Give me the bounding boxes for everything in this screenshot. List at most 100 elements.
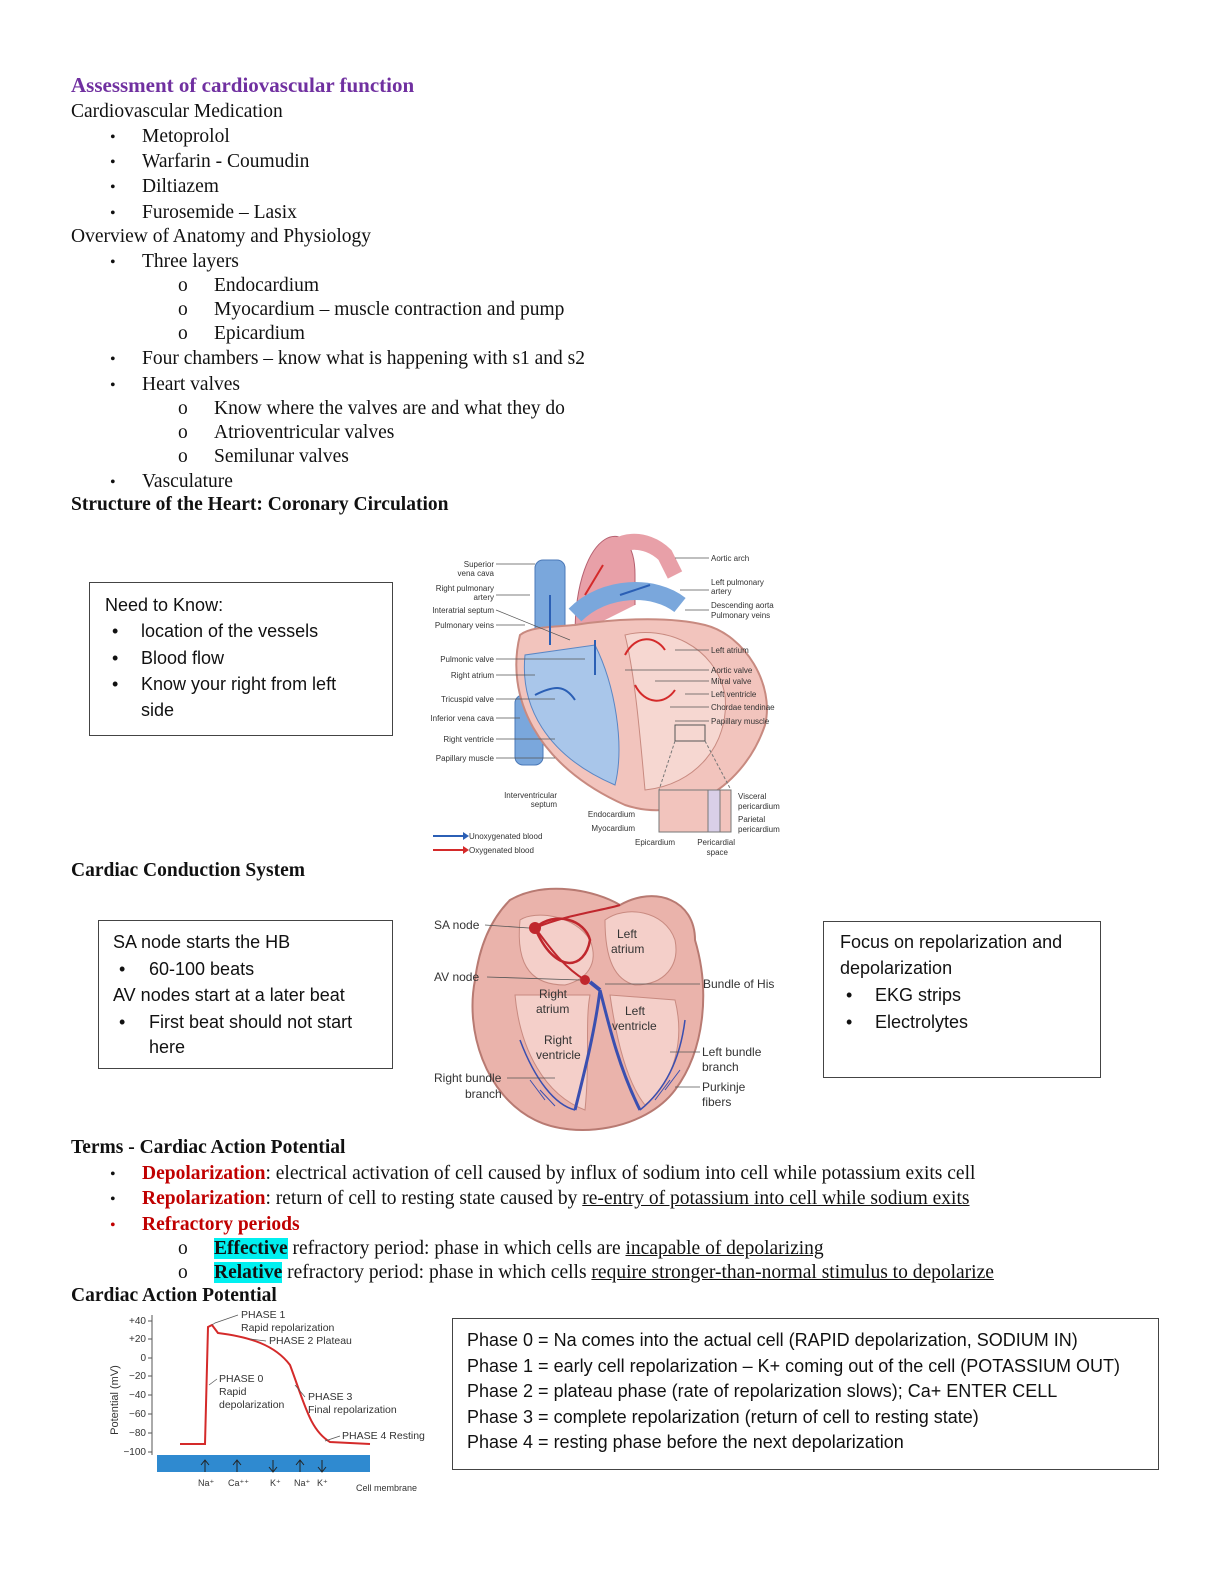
list-item: •Know your right from left (112, 674, 337, 694)
label-sa-node: SA node (434, 918, 480, 932)
phase-label: PHASE 0 (219, 1373, 264, 1385)
label-purkinje-fibers-2: fibers (702, 1095, 731, 1109)
label-pericardial-space: Pericardial (697, 838, 735, 847)
label-left-bundle-branch: Left bundle (702, 1045, 762, 1059)
label-right-ventricle-2: ventricle (536, 1048, 581, 1062)
label-parietal-pericardium-2: pericardium (738, 825, 780, 834)
phase-label: PHASE 4 Resting (342, 1430, 425, 1442)
label-left-ventricle-2: ventricle (612, 1019, 657, 1033)
structure-heading: Structure of the Heart: Coronary Circula… (71, 494, 449, 515)
ion-label: Na⁺ (198, 1478, 215, 1488)
list-item-continued: here (149, 1037, 186, 1057)
box-line: Focus on repolarization and (840, 932, 1063, 952)
label-chordae-tendinae: Chordae tendinae (711, 703, 775, 712)
y-axis-label: Potential (mV) (109, 1365, 121, 1435)
phase-line: Phase 0 = Na comes into the actual cell … (467, 1330, 1078, 1350)
label-right-atrium: Right (539, 987, 568, 1001)
label-left-ventricle: Left ventricle (711, 690, 757, 699)
box-line: AV nodes start at a later beat (113, 985, 345, 1005)
label-inferior-vena-cava: Inferior vena cava (430, 714, 494, 723)
phase-label: PHASE 3 (308, 1391, 353, 1403)
label-left-ventricle: Left (625, 1004, 646, 1018)
label-right-bundle-branch-2: branch (465, 1087, 502, 1101)
label-aortic-valve: Aortic valve (711, 666, 753, 675)
list-item: • Repolarization: return of cell to rest… (110, 1188, 970, 1209)
label-visceral-pericardium: Visceral (738, 792, 767, 801)
list-item-continued: side (141, 700, 175, 720)
focus-box: Focus on repolarization and depolarizati… (823, 921, 1101, 1078)
y-tick: −80 (129, 1428, 146, 1439)
list-item: • Depolarization: electrical activation … (110, 1163, 976, 1184)
anatomy-heading: Overview of Anatomy and Physiology (71, 226, 372, 247)
membrane-label: Cell membrane (356, 1483, 417, 1493)
label-mitral-valve: Mitral valve (711, 677, 752, 686)
label-left-pulmonary-artery-2: artery (711, 587, 731, 596)
phase-line: Phase 4 = resting phase before the next … (467, 1432, 904, 1452)
label-right-bundle-branch: Right bundle (434, 1071, 502, 1085)
list-item: •EKG strips (846, 985, 962, 1005)
label-left-atrium: Left atrium (711, 646, 749, 655)
label-left-atrium: Left (617, 927, 638, 941)
label-myocardium: Myocardium (591, 824, 635, 833)
page-title: Assessment of cardiovascular function (71, 73, 415, 97)
y-tick: +20 (129, 1334, 146, 1345)
label-right-atrium-2: atrium (536, 1002, 569, 1016)
legend-unoxygenated: Unoxygenated blood (469, 832, 542, 841)
label-right-ventricle: Right ventricle (443, 735, 494, 744)
phase-label: depolarization (219, 1399, 285, 1411)
label-purkinje-fibers: Purkinje (702, 1080, 746, 1094)
list-item: •Heart valves (110, 374, 240, 395)
ion-label: Na⁺ (294, 1478, 311, 1488)
label-pericardial-space-2: space (707, 848, 729, 857)
label-av-node: AV node (434, 970, 479, 984)
sa-node-box: SA node starts the HB •60-100 beats AV n… (98, 920, 393, 1069)
label-endocardium: Endocardium (588, 810, 635, 819)
label-papillary-muscle-left: Papillary muscle (436, 754, 495, 763)
label-pulmonary-veins-right: Pulmonary veins (711, 611, 770, 620)
list-item: •Warfarin - Coumudin (110, 151, 310, 172)
label-right-pulmonary-artery-2: artery (474, 593, 494, 602)
label-left-pulmonary-artery: Left pulmonary (711, 578, 764, 587)
sub-list-item: o Relative refractory period: phase in w… (178, 1262, 994, 1283)
phases-box: Phase 0 = Na comes into the actual cell … (452, 1318, 1159, 1470)
phase-label: PHASE 1 (241, 1309, 286, 1321)
label-descending-aorta: Descending aorta (711, 601, 774, 610)
list-item: •Three layers (110, 251, 239, 272)
legend-oxygenated: Oxygenated blood (469, 846, 534, 855)
phase-label: Rapid (219, 1386, 247, 1398)
y-tick: −40 (129, 1390, 146, 1401)
list-item: •60-100 beats (119, 959, 255, 979)
label-parietal-pericardium: Parietal (738, 815, 765, 824)
ion-label: K⁺ (270, 1478, 281, 1488)
label-superior-vena-cava-2: vena cava (458, 569, 495, 578)
list-item: •Vasculature (110, 471, 233, 492)
label-interventricular-septum-2: septum (531, 800, 558, 809)
ion-label: K⁺ (317, 1478, 328, 1488)
label-bundle-of-his: Bundle of His (703, 977, 774, 991)
sub-list-item: o Effective refractory period: phase in … (178, 1238, 824, 1259)
phase-label: Final repolarization (308, 1404, 397, 1416)
label-papillary-muscle-right: Papillary muscle (711, 717, 770, 726)
phase-label: Rapid repolarization (241, 1322, 335, 1334)
phase-line: Phase 3 = complete repolarization (retur… (467, 1407, 979, 1427)
heart-anatomy-diagram: Superior vena cava Right pulmonary arter… (430, 533, 780, 857)
label-tricuspid-valve: Tricuspid valve (441, 695, 495, 704)
box-line: SA node starts the HB (113, 932, 291, 952)
box-title: Need to Know: (105, 595, 224, 615)
label-left-bundle-branch-2: branch (702, 1060, 739, 1074)
phase-line: Phase 1 = early cell repolarization – K+… (467, 1356, 1120, 1376)
phase-line: Phase 2 = plateau phase (rate of repolar… (467, 1381, 1058, 1401)
list-item: •Blood flow (112, 648, 225, 668)
need-to-know-box: Need to Know: •location of the vessels •… (89, 582, 393, 736)
conduction-heading: Cardiac Conduction System (71, 860, 306, 881)
label-pulmonary-veins-left: Pulmonary veins (435, 621, 494, 630)
list-item: •Furosemide – Lasix (110, 202, 297, 223)
label-left-atrium-2: atrium (611, 942, 644, 956)
box-line: depolarization (840, 958, 953, 978)
ion-label: Ca⁺⁺ (228, 1478, 249, 1488)
